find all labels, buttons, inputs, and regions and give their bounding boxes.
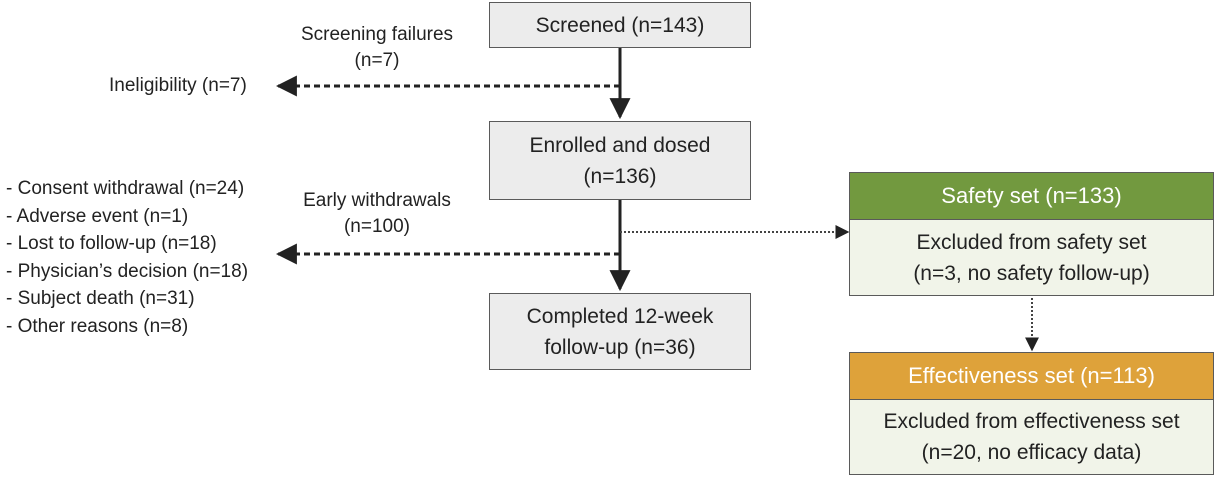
safety-set-box: Safety set (n=133) Excluded from safety … [849,172,1214,296]
effectiveness-set-body-line-1: Excluded from effectiveness set [883,410,1180,433]
enrolled-line-2: (n=136) [583,164,657,188]
ineligibility-label: Ineligibility (n=7) [109,73,247,99]
effectiveness-set-body-line-2: (n=20, no efficacy data) [921,441,1142,464]
effectiveness-set-box: Effectiveness set (n=113) Excluded from … [849,352,1214,475]
completed-box: Completed 12-week follow-up (n=36) [489,293,751,370]
safety-set-header: Safety set (n=133) [850,173,1213,220]
safety-set-body-line-1: Excluded from safety set [916,230,1147,254]
screened-text: Screened (n=143) [535,13,705,37]
list-item: - Adverse event (n=1) [6,205,189,227]
safety-set-body: Excluded from safety set (n=3, no safety… [850,220,1213,295]
list-item: - Lost to follow-up (n=18) [6,233,217,254]
screening-failures-title: Screening failures [300,24,454,45]
early-withdrawals-count: (n=100) [343,216,411,237]
enrolled-box: Enrolled and dosed (n=136) [489,121,751,200]
list-item: - Subject death (n=31) [6,288,195,309]
withdrawal-reasons-list: - Consent withdrawal (n=24) - Adverse ev… [6,175,248,340]
safety-set-body-line-2: (n=3, no safety follow-up) [913,261,1150,285]
early-withdrawals-label: Early withdrawals (n=100) [282,188,472,240]
enrolled-line-1: Enrolled and dosed [529,133,711,157]
ineligibility-text: Ineligibility (n=7) [109,75,247,96]
screened-box: Screened (n=143) [489,2,751,48]
completed-line-2: follow-up (n=36) [544,335,696,359]
early-withdrawals-title: Early withdrawals [303,190,451,211]
effectiveness-set-header: Effectiveness set (n=113) [850,353,1213,400]
screening-failures-label: Screening failures (n=7) [282,22,472,74]
completed-line-1: Completed 12-week [526,304,714,328]
list-item: - Other reasons (n=8) [6,315,189,337]
effectiveness-set-body: Excluded from effectiveness set (n=20, n… [850,400,1213,474]
list-item: - Consent withdrawal (n=24) [6,178,245,199]
list-item: - Physician’s decision (n=18) [6,260,249,282]
screening-failures-count: (n=7) [354,50,400,71]
